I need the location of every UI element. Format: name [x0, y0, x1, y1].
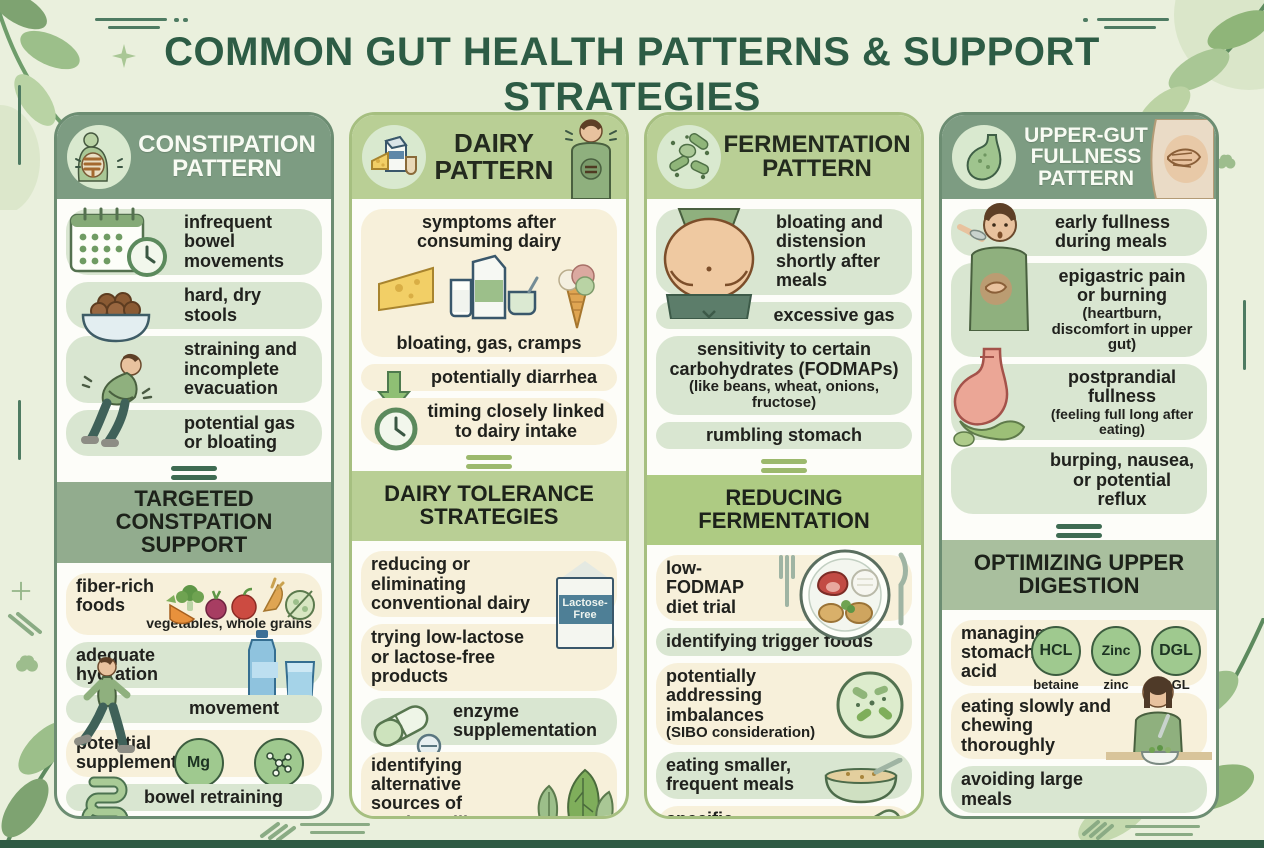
slash-decoration — [260, 822, 296, 842]
dot-decoration — [174, 18, 179, 22]
column-title: UPPER-GUT FULLNESS PATTERN — [1024, 123, 1148, 190]
section-divider — [942, 522, 1216, 540]
stomach-icon — [952, 125, 1016, 189]
column-upper-gut: UPPER-GUT FULLNESS PATTERN early fullnes… — [939, 112, 1219, 819]
dash-decoration — [1104, 26, 1156, 29]
clock-icon — [374, 407, 418, 451]
petri-dish-icon — [836, 671, 904, 739]
torso-intestine-icon — [67, 125, 131, 189]
stool-bowl-icon — [81, 292, 151, 343]
calendar-clock-icon — [69, 207, 167, 277]
column-title: DAIRY PATTERN — [434, 128, 554, 185]
supplement-badges: Mg magnesium — [162, 737, 314, 804]
dash-decoration — [1097, 18, 1169, 21]
meal-plate-icon — [779, 549, 908, 641]
section-divider — [352, 453, 626, 471]
symptom-tile: burping, nausea, or potential reflux — [951, 447, 1207, 514]
column-constipation: CONSTIPATION PATTERN infrequent bowel mo… — [54, 112, 334, 819]
intestine-icon — [81, 776, 129, 816]
strategy-tile: potentially addressing imbalances (SIBO … — [656, 662, 912, 745]
dairy-strategies: reducing or eliminating conventional dai… — [352, 541, 626, 816]
dash-decoration — [310, 831, 365, 834]
upper-gut-symptoms: early fullness during meals epigastric p… — [942, 199, 1216, 522]
dash-decoration — [1243, 300, 1246, 370]
eating-person-icon — [957, 203, 1030, 331]
dot-decoration — [1083, 18, 1088, 22]
section-divider — [647, 457, 921, 475]
hcl-badge: HCL betaine — [1031, 625, 1081, 692]
dash-decoration — [108, 26, 160, 29]
symptom-tile: potentially diarrhea — [361, 363, 617, 412]
strategy-tile: fiber-rich foods vegetables, whole grain… — [66, 573, 322, 635]
lactose-free-carton-icon: Lactose-Free — [556, 559, 614, 650]
section-divider — [57, 464, 331, 482]
bowl-spoon-icon — [824, 757, 903, 804]
dash-decoration — [300, 823, 370, 826]
slash-decoration — [1082, 820, 1114, 840]
bacteria-icon — [657, 125, 721, 189]
strategy-header: DAIRY TOLERANCE STRATEGIES — [352, 471, 626, 542]
zinc-badge: Zinc zinc — [1091, 625, 1141, 692]
symptom-tile: timing closely linked to dairy intake — [361, 398, 617, 451]
fermentation-header: FERMENTATION PATTERN — [647, 115, 921, 199]
molecule-icon — [254, 737, 305, 788]
walking-person-icon — [74, 657, 135, 753]
dash-decoration — [95, 18, 167, 21]
slash-decoration — [8, 612, 42, 636]
column-title: FERMENTATION PATTERN — [723, 130, 911, 182]
strategy-tile: eating smaller, frequent meals — [656, 751, 912, 804]
symptom-tile: rumbling stomach — [656, 421, 912, 449]
upper-gut-header: UPPER-GUT FULLNESS PATTERN — [942, 115, 1216, 199]
stomach-reflux-icon — [953, 347, 1026, 447]
strategy-tile: identifying alternative sources of nutri… — [361, 751, 617, 816]
strategy-tile: avoiding large meals — [951, 766, 1207, 814]
bloated-belly-icon — [663, 208, 755, 319]
symptom-tile: sensitivity to certain carbohydrates (FO… — [656, 336, 912, 415]
strategy-tile: enzyme supplementation — [361, 697, 617, 758]
acid-supplement-badges: HCL betaine Zinc zinc DGL DGL — [1031, 625, 1201, 692]
fermentation-strategies: low-FODMAP diet trial identifying trigge… — [647, 545, 921, 816]
page-title: COMMON GUT HEALTH PATTERNS & SUPPORT STR… — [164, 30, 1100, 119]
pills-icon — [373, 704, 442, 758]
capsule-icon — [850, 808, 902, 816]
dairy-symptoms: symptoms after consuming dairy — [352, 199, 626, 453]
dash-decoration — [1135, 833, 1193, 836]
clover-decoration-icon — [16, 655, 38, 672]
column-title: CONSTIPATION PATTERN — [138, 130, 316, 182]
strategy-tile: potential supplements Mg magnesium — [66, 729, 322, 803]
strategy-header: OPTIMIZING UPPER DIGESTION — [942, 539, 1216, 610]
dash-decoration — [18, 85, 21, 165]
leafy-greens-icon — [537, 768, 614, 816]
upper-gut-strategies: managing stomach acid HCL betaine Zinc z… — [942, 610, 1216, 816]
bottom-accent-bar — [0, 840, 1264, 848]
dash-decoration — [18, 400, 21, 460]
strategy-header: TARGETED CONSTPATION SUPPORT — [57, 482, 331, 563]
dot-decoration — [183, 18, 188, 22]
person-stomach-ache-icon — [565, 119, 617, 199]
dgl-badge: DGL DGL — [1151, 625, 1201, 692]
column-dairy: DAIRY PATTERN symptoms after consuming d… — [349, 112, 629, 819]
symptom-tile: symptoms after consuming dairy — [361, 209, 617, 357]
dairy-products-icon — [362, 125, 426, 189]
strategy-tile: managing stomach acid HCL betaine Zinc z… — [951, 619, 1207, 691]
dairy-foods-icon — [378, 254, 595, 329]
strategy-header: REDUCING FERMENTATION — [647, 475, 921, 545]
fermentation-symptoms: bloating and distension shortly after me… — [647, 199, 921, 457]
strategy-tile: specific supplements — [656, 805, 912, 816]
symptom-tile: potential gas or bloating — [66, 409, 322, 457]
dairy-header: DAIRY PATTERN — [352, 115, 626, 199]
woman-eating-icon — [1106, 675, 1212, 765]
constipation-symptoms: infrequent bowel movements hard, dry sto… — [57, 199, 331, 464]
hand-on-belly-icon — [1150, 119, 1214, 199]
straining-person-icon — [81, 353, 153, 447]
plus-decoration-icon — [11, 581, 31, 601]
constipation-strategies: fiber-rich foods vegetables, whole grain… — [57, 563, 331, 816]
constipation-header: CONSTIPATION PATTERN — [57, 115, 331, 199]
strategy-tile: bowel retraining — [66, 776, 322, 816]
column-fermentation: FERMENTATION PATTERN bloating and disten… — [644, 112, 924, 819]
vegetables-icon — [166, 577, 315, 625]
dash-decoration — [1125, 825, 1200, 828]
